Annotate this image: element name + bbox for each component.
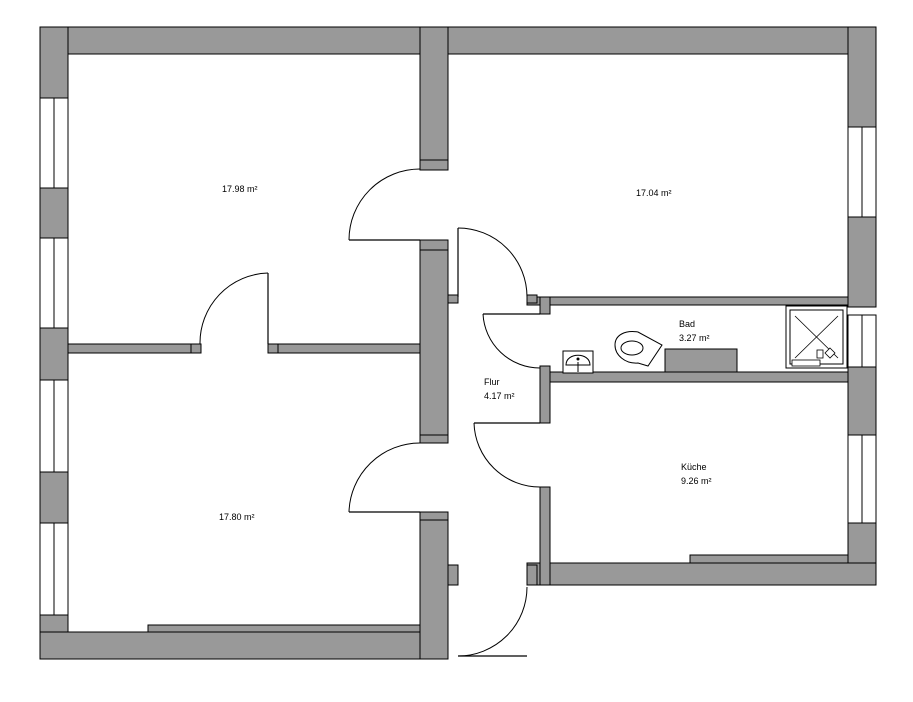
- jamb: [419, 434, 449, 444]
- doors: [199, 168, 541, 657]
- door-swing: [199, 272, 269, 345]
- jamb: [526, 564, 538, 586]
- door-swing: [482, 313, 541, 369]
- jamb: [190, 343, 202, 354]
- bath-ledge: [664, 348, 738, 373]
- room-area: 3.27 m²: [679, 333, 710, 343]
- wall-center-bottom: [419, 511, 449, 660]
- room-area: 17.04 m²: [636, 188, 672, 198]
- bedroom-ledge: [147, 624, 421, 633]
- room-area: 17.98 m²: [222, 184, 258, 194]
- wall-left-rooms-divider-a: [67, 343, 199, 354]
- room-name: Flur: [484, 377, 500, 387]
- wall-bottom-left: [39, 631, 448, 660]
- bath-fixtures: [562, 305, 848, 374]
- room-area: 17.80 m²: [219, 512, 255, 522]
- wall-bottom-right: [526, 562, 877, 586]
- room-name: Küche: [681, 462, 707, 472]
- jamb: [419, 511, 449, 521]
- toilet-icon: [614, 331, 663, 367]
- jamb: [526, 294, 538, 304]
- door-swing: [348, 168, 421, 241]
- jamb: [419, 159, 449, 171]
- door-swing: [457, 227, 528, 298]
- wall-bath-hall-b: [539, 365, 551, 424]
- jamb: [267, 343, 279, 354]
- door-swing: [348, 442, 421, 513]
- kitchen-ledge: [689, 554, 849, 564]
- wall-center-mid: [419, 239, 449, 444]
- windows: [39, 97, 877, 616]
- sink-icon: [562, 350, 594, 374]
- door-swing: [473, 422, 541, 488]
- door-jambs: [190, 159, 538, 586]
- jamb: [447, 564, 459, 586]
- room-area: 4.17 m²: [484, 391, 515, 401]
- wall-kitchen-hall: [539, 486, 551, 586]
- wall-bath-hall-a: [539, 296, 551, 315]
- wall-top: [39, 26, 877, 55]
- door-swing: [457, 586, 528, 657]
- jamb: [447, 294, 459, 304]
- wall-center-top: [419, 26, 449, 171]
- jamb: [419, 239, 449, 251]
- interior-walls: [67, 26, 849, 660]
- shower-icon: [785, 305, 848, 369]
- wall-bath-top: [526, 296, 849, 306]
- room-name: Bad: [679, 319, 695, 329]
- wall-left-rooms-divider-b: [267, 343, 421, 354]
- room-labels: 17.98 m² 17.04 m² Bad 3.27 m² Flur 4.17 …: [219, 184, 712, 522]
- exterior-walls: [39, 26, 877, 660]
- room-area: 9.26 m²: [681, 476, 712, 486]
